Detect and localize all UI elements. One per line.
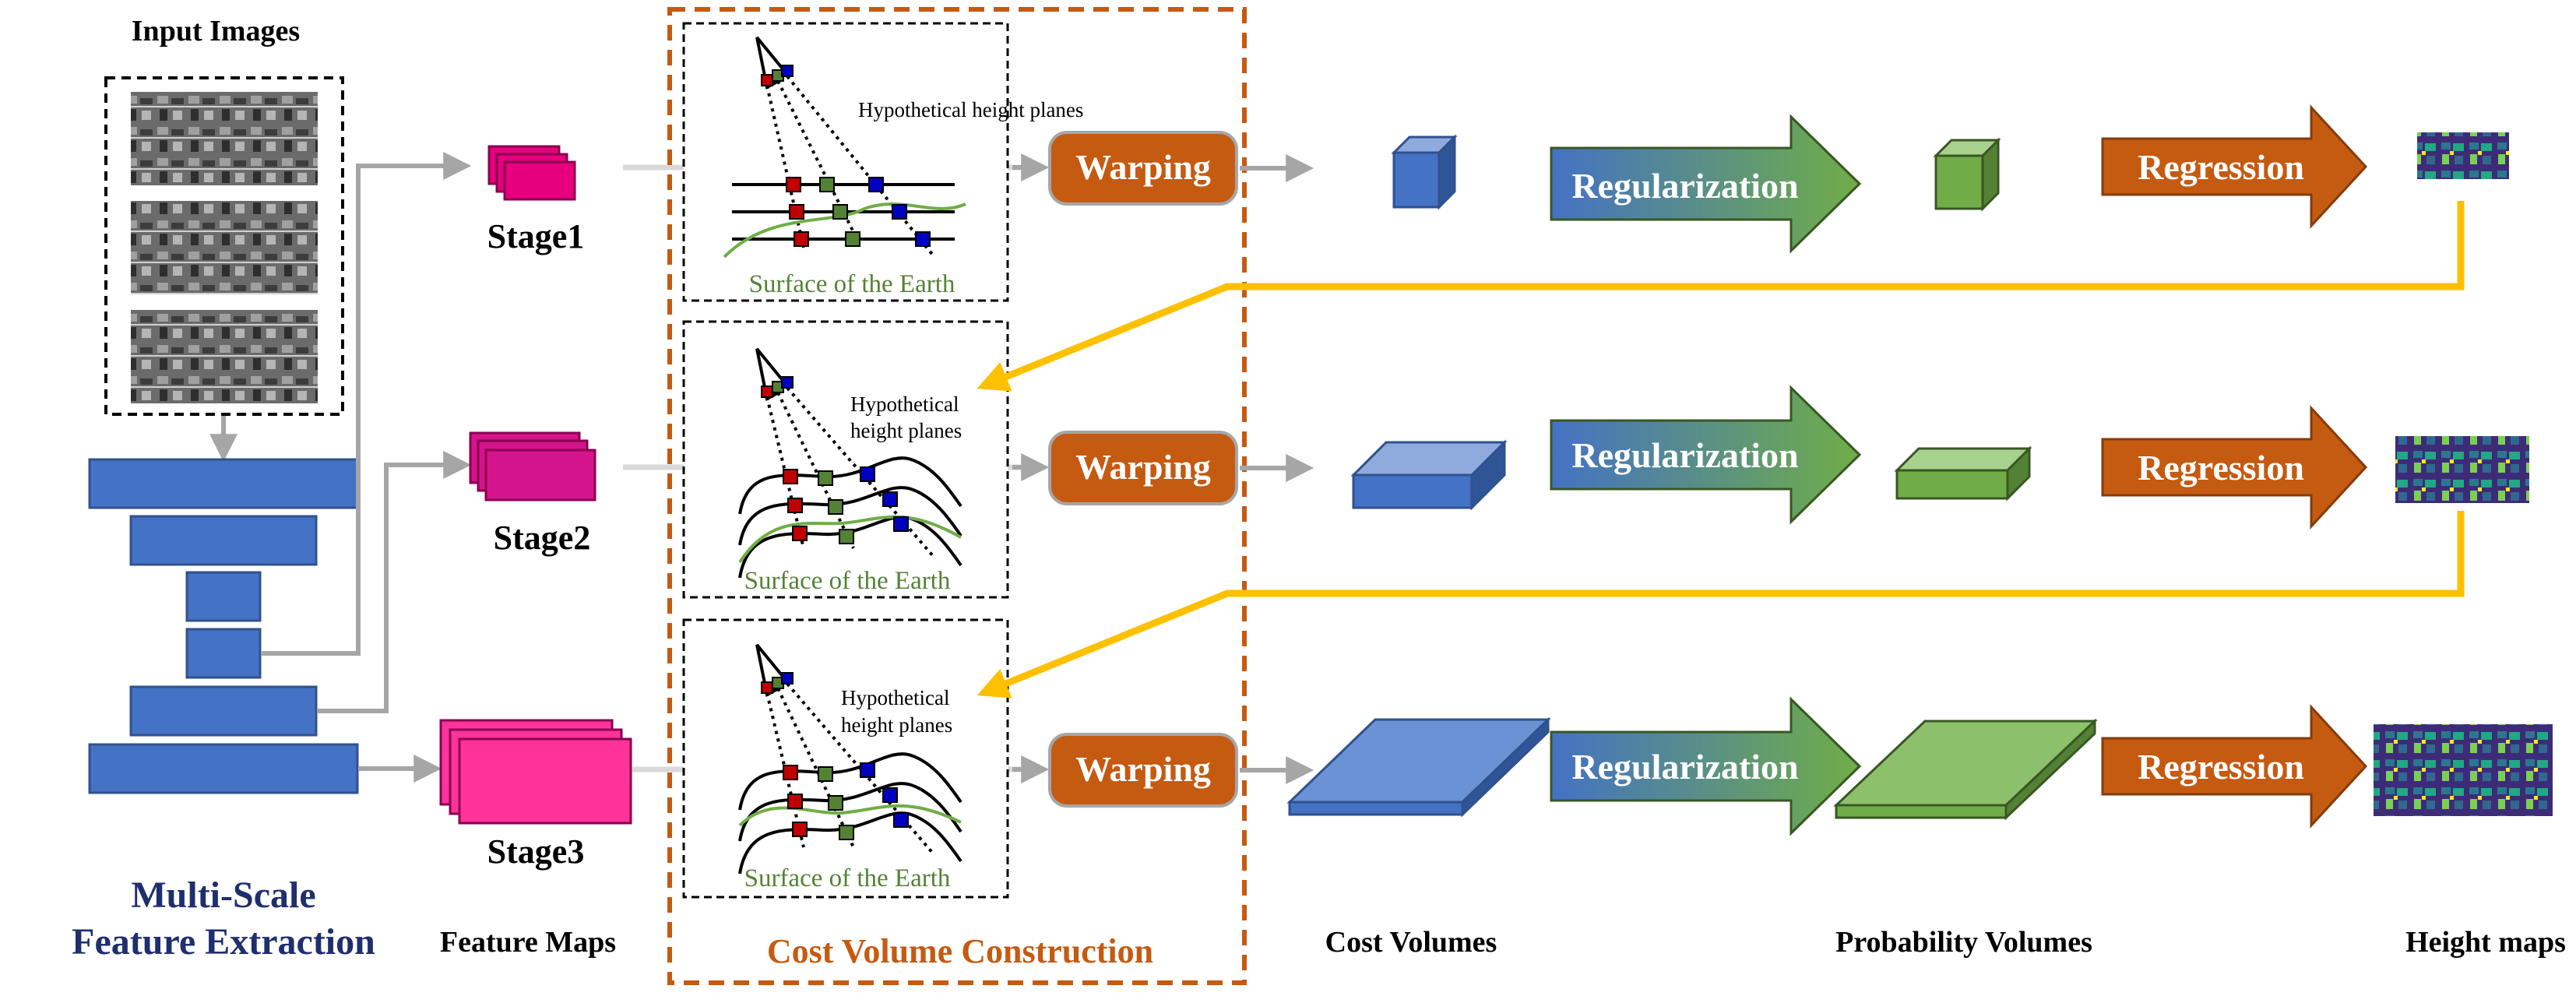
- surface-label-1: Surface of the Earth: [749, 270, 955, 298]
- plane-sweep-panel-3: [682, 618, 1009, 899]
- warping-block-1: [1048, 131, 1238, 206]
- decoder-block-2: [129, 685, 318, 737]
- height-map-3: [2374, 724, 2553, 816]
- hypothetical-label-1: Hypothetical height planes: [858, 98, 1083, 121]
- probability-volume-1: [1933, 137, 2001, 212]
- cost-volume-3: [1286, 716, 1551, 818]
- decoder-block-1: [185, 628, 262, 679]
- satellite-image-2: [131, 201, 318, 294]
- warping-label-1: Warping: [1075, 147, 1211, 187]
- satellite-image-1: [131, 92, 318, 185]
- regression-arrow-1: [2101, 104, 2368, 229]
- feature-maps-label: Feature Maps: [440, 926, 616, 959]
- regularization-label-3: Regularization: [1571, 747, 1798, 787]
- input-images-box: [104, 76, 344, 416]
- satellite-image-3: [131, 310, 318, 403]
- feature-map-stage2: [469, 431, 596, 502]
- stage2-label: Stage2: [494, 519, 591, 557]
- surface-label-3: Surface of the Earth: [744, 864, 951, 892]
- connector-stage1: [262, 152, 472, 656]
- warping-label-2: Warping: [1075, 447, 1211, 487]
- left-title-line2: Feature Extraction: [72, 921, 375, 963]
- hypothetical-label-3b: height planes: [841, 713, 952, 737]
- regression-arrow-3: [2101, 704, 2368, 829]
- regularization-arrow-3: [1550, 696, 1862, 836]
- surface-label-2: Surface of the Earth: [744, 567, 951, 595]
- decoder-block-3: [88, 743, 359, 794]
- input-images-title: Input Images: [132, 15, 300, 48]
- stage3-label: Stage3: [487, 832, 585, 871]
- cost-volume-construction-box: [667, 7, 1247, 985]
- encoder-block-1: [88, 458, 359, 509]
- encoder-block-3: [185, 571, 262, 622]
- connector-stage2: [318, 451, 472, 713]
- warping-block-2: [1048, 431, 1238, 505]
- probability-volume-3: [1833, 718, 2098, 821]
- regularization-label-2: Regularization: [1571, 435, 1798, 475]
- hypothetical-label-2a: Hypothetical: [850, 392, 959, 416]
- warping-block-3: [1048, 733, 1238, 808]
- regularization-arrow-1: [1550, 114, 1862, 254]
- plane-sweep-panel-1: [682, 22, 1009, 302]
- hypothetical-label-3a: Hypothetical: [841, 686, 949, 709]
- plane-sweep-panel-2: [682, 320, 1009, 599]
- hypothetical-label-2b: height planes: [850, 419, 962, 442]
- stage1-label: Stage1: [487, 217, 585, 255]
- regularization-label-1: Regularization: [1571, 166, 1798, 206]
- cost-volumes-label: Cost Volumes: [1325, 926, 1497, 959]
- cost-volume-1: [1391, 134, 1458, 210]
- probability-volumes-label: Probability Volumes: [1835, 926, 2092, 959]
- height-map-2: [2395, 436, 2529, 503]
- regression-label-2: Regression: [2138, 448, 2304, 487]
- feedback-arrow-2: [977, 511, 2465, 699]
- probability-volume-2: [1894, 445, 2032, 502]
- cost-volume-construction-label: Cost Volume Construction: [767, 932, 1153, 970]
- warping-label-3: Warping: [1075, 749, 1211, 789]
- cost-volume-2: [1350, 439, 1508, 511]
- regression-arrow-2: [2101, 405, 2368, 530]
- regularization-arrow-2: [1550, 385, 1862, 525]
- encoder-block-2: [129, 515, 318, 566]
- regression-label-3: Regression: [2138, 747, 2304, 787]
- regression-label-1: Regression: [2138, 147, 2304, 187]
- feedback-arrow-1: [977, 201, 2465, 392]
- feature-map-stage1: [487, 145, 576, 201]
- height-map-1: [2417, 132, 2509, 179]
- feature-map-stage3: [439, 719, 632, 825]
- left-title-line1: Multi-Scale: [131, 875, 315, 916]
- height-maps-label: Height maps: [2405, 926, 2566, 959]
- feature-extraction-network: [88, 458, 359, 794]
